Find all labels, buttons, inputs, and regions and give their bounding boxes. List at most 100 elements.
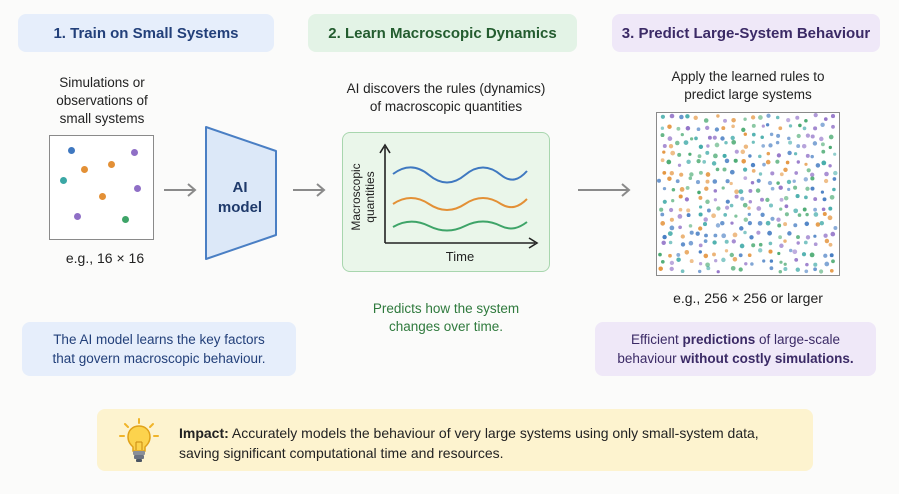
- small-system-box: [49, 135, 154, 240]
- particle-dot: [678, 207, 683, 212]
- particle-dot: [698, 243, 703, 248]
- particle-dot: [712, 135, 717, 140]
- stage-1-description-line: observations of: [56, 93, 148, 108]
- stage-3-note: Efficient predictions of large-scale beh…: [595, 322, 876, 376]
- particle-dot: [685, 126, 691, 131]
- particle-dot: [679, 187, 685, 192]
- particle-dot: [724, 140, 728, 145]
- particle-dot: [829, 194, 835, 200]
- particle-dot: [787, 150, 792, 156]
- stage-1-header: 1. Train on Small Systems: [18, 14, 274, 52]
- particle-dot: [686, 208, 691, 213]
- particle-dot: [676, 252, 681, 257]
- particle-dot: [827, 215, 833, 221]
- particle-dot: [786, 118, 791, 123]
- particle-dot: [805, 133, 811, 138]
- particle-dot: [668, 144, 674, 149]
- particle-dot: [810, 134, 815, 139]
- particle-dot: [820, 190, 825, 194]
- particle-dot: [822, 197, 827, 202]
- particle-dot: [714, 259, 718, 263]
- particle-dot: [758, 115, 763, 120]
- particle-dot: [711, 213, 716, 219]
- y-axis-label-line1: Macroscopic: [349, 163, 363, 230]
- particle-dot: [660, 259, 665, 264]
- particle-dot: [805, 262, 809, 267]
- series-line-green: [392, 220, 528, 232]
- particle-dot: [783, 195, 789, 201]
- particle-dot: [704, 186, 709, 191]
- particle-dot: [828, 164, 832, 168]
- particle-dot: [688, 152, 692, 156]
- particle-dot: [660, 158, 665, 163]
- particle-dot: [732, 257, 738, 262]
- particle-dot: [679, 114, 684, 120]
- particle-dot: [680, 132, 684, 137]
- particle-dot: [705, 150, 710, 155]
- particle-dot: [721, 257, 726, 263]
- impact-line-text: Accurately models the behaviour of very …: [228, 425, 759, 441]
- particle-dot: [669, 225, 675, 231]
- particle-dot: [793, 208, 799, 214]
- particle-dot: [684, 197, 689, 202]
- particle-dot: [784, 212, 789, 217]
- particle-dot: [686, 159, 691, 165]
- note-text: behaviour: [617, 351, 681, 366]
- stage-3-title: 3. Predict Large-System Behaviour: [621, 24, 871, 42]
- particle-dot: [720, 136, 725, 141]
- particle-dot: [703, 217, 708, 222]
- particle-dot: [742, 202, 748, 208]
- particle-dot: [739, 243, 745, 249]
- particle-dot: [698, 170, 703, 175]
- particle-dot: [723, 118, 727, 123]
- particle-dot: [758, 172, 763, 176]
- particle-dot: [680, 242, 686, 247]
- particle-dot: [678, 225, 682, 230]
- particle-dot: [713, 153, 718, 159]
- particle-dot: [658, 252, 662, 257]
- particle-dot: [821, 160, 827, 166]
- particle-dot: [715, 223, 721, 228]
- stage-2-caption-line: Predicts how the system: [372, 301, 520, 316]
- particle-dot: [805, 186, 810, 191]
- particle-dot: [796, 235, 800, 240]
- particle-dot: [712, 240, 717, 245]
- arrow-right-icon: [164, 183, 197, 197]
- particle-dot: [686, 213, 691, 218]
- particle-dot: [688, 240, 694, 246]
- large-system-size: e.g., 256 × 256 or larger: [673, 290, 823, 306]
- particle-dot: [677, 152, 682, 157]
- note-text: of large-scale: [755, 332, 841, 347]
- particle-dot: [776, 153, 782, 158]
- particle-dot: [676, 126, 681, 131]
- large-system-box: [656, 112, 840, 276]
- particle-dot: [756, 230, 761, 235]
- particle-dot: [828, 242, 833, 247]
- particle-dot: [697, 269, 702, 274]
- particle-dot: [698, 262, 703, 266]
- particle-dot: [815, 222, 821, 227]
- particle-dot: [765, 159, 771, 165]
- stage-1-note: The AI model learns the key factors that…: [22, 322, 296, 376]
- particle-dot: [747, 212, 751, 217]
- particle-dot: [60, 177, 67, 184]
- particle-dot: [712, 252, 716, 257]
- particle-dot: [689, 230, 694, 235]
- particle-dot: [813, 262, 818, 267]
- particle-dot: [794, 257, 799, 262]
- particle-dot: [804, 195, 808, 200]
- particle-dot: [734, 194, 739, 199]
- particle-dot: [795, 115, 800, 120]
- particle-dot: [669, 171, 674, 176]
- impact-text: Impact: Accurately models the behaviour …: [179, 423, 799, 463]
- particle-dot: [828, 206, 833, 211]
- particle-dot: [714, 127, 720, 132]
- particle-dot: [833, 152, 837, 156]
- stage-2-title: 2. Learn Macroscopic Dynamics: [328, 24, 557, 42]
- particle-dot: [787, 187, 791, 192]
- particle-dot: [722, 153, 727, 158]
- lightbulb-icon: [119, 418, 159, 462]
- particle-dot: [662, 199, 667, 204]
- particle-dot: [696, 127, 701, 132]
- particle-dot: [713, 198, 718, 202]
